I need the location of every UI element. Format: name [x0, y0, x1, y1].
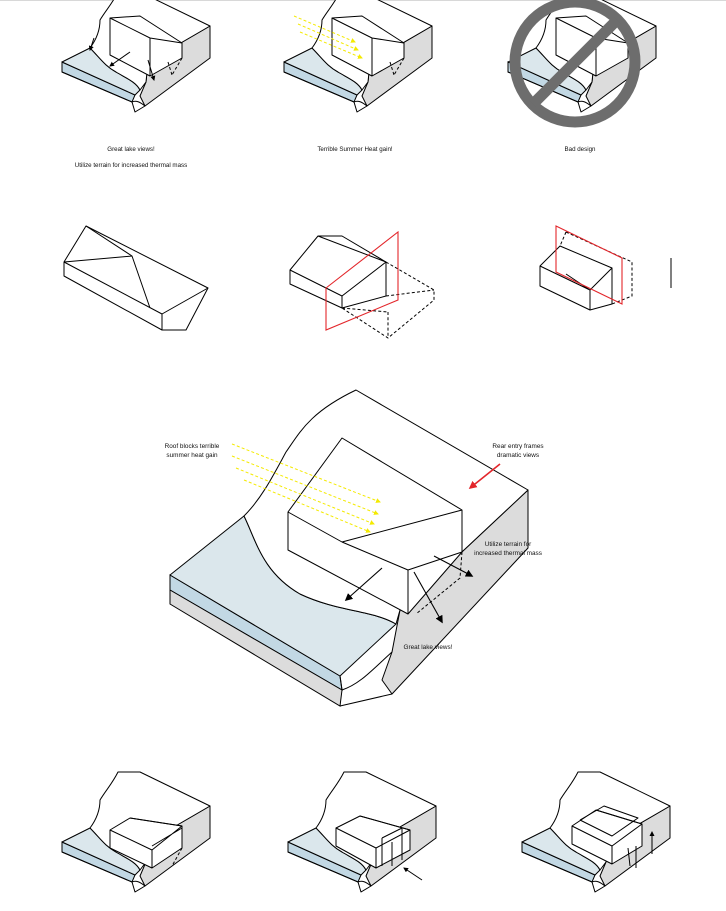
label-roof-blocks-1: Roof blocks terrible	[165, 443, 220, 450]
caption-great-lake-views: Great lake views!	[107, 146, 155, 153]
summer-sun-rays	[231, 443, 381, 533]
caption-summer-heat-gain: Terrible Summer Heat gain!	[317, 146, 393, 153]
main-site-diagram	[169, 389, 529, 707]
summer-sun-rays-small	[293, 15, 363, 59]
caption-utilize-terrain: Utilize terrain for increased thermal ma…	[75, 162, 187, 169]
label-rear-entry-1: Rear entry frames	[492, 443, 543, 450]
label-great-lake-views: Great lake views!	[403, 644, 452, 651]
site-diagram-heat-gain	[283, 0, 433, 113]
prohibited-icon	[509, 0, 641, 128]
label-roof-blocks-2: summer heat gain	[166, 452, 218, 459]
label-utilize-terrain-2: increased thermal mass	[474, 550, 542, 557]
roof-form-diagram	[63, 225, 209, 331]
site-diagram-bottom-1	[61, 771, 211, 893]
site-diagram-lake-views	[61, 0, 211, 113]
section-plane-diagram	[289, 230, 435, 339]
site-diagram-bottom-2	[287, 771, 437, 893]
label-utilize-terrain-1: Utilize terrain for	[485, 541, 532, 548]
label-rear-entry-2: dramatic views	[497, 452, 539, 459]
section-plane-diagram-alt	[539, 225, 633, 311]
site-diagram-bottom-3	[521, 771, 671, 893]
caption-bad-design: Bad design	[565, 146, 597, 153]
